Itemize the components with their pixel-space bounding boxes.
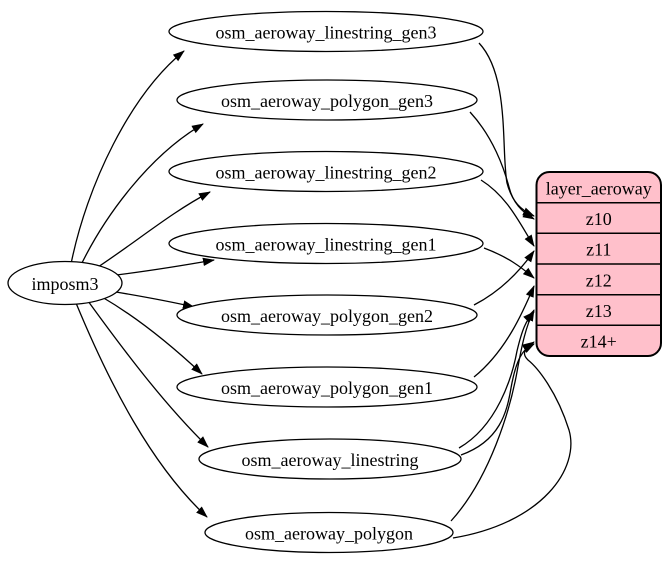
edge-imposm3-to-osm-aeroway-polygon-gen3 [79, 123, 204, 268]
node-osm-aeroway-polygon-gen2: osm_aeroway_polygon_gen2 [176, 294, 478, 336]
node-imposm3: imposm3 [7, 260, 123, 306]
edges-from-imposm3 [70, 50, 215, 518]
node-osm-aeroway-polygon-gen1-label: osm_aeroway_polygon_gen1 [221, 378, 433, 398]
node-imposm3-shape [7, 260, 123, 306]
edge-linestring-gen2-to-z11 [480, 179, 535, 247]
edge-imposm3-to-osm-aeroway-polygon-gen1 [101, 296, 203, 375]
edges-to-layer-aeroway [450, 42, 572, 539]
node-osm-aeroway-polygon: osm_aeroway_polygon [204, 511, 454, 554]
node-osm-aeroway-linestring-gen3: osm_aeroway_linestring_gen3 [168, 10, 484, 53]
edge-imposm3-to-osm-aeroway-linestring-gen3 [70, 50, 185, 265]
edge-linestring-to-z13 [458, 311, 535, 449]
node-osm-aeroway-polygon-gen2-label: osm_aeroway_polygon_gen2 [221, 306, 433, 326]
edge-imposm3-to-osm-aeroway-linestring-gen1 [107, 257, 215, 277]
node-osm-aeroway-linestring-gen2-shape [168, 150, 484, 193]
node-osm-aeroway-polygon-gen1-shape [176, 366, 478, 408]
edge-linestring-gen3-to-z10 [478, 42, 535, 217]
edge-imposm3-to-osm-aeroway-polygon-gen2 [109, 290, 195, 309]
edge-imposm3-to-osm-aeroway-linestring [87, 300, 209, 448]
layer-aeroway-row-z10: z10 [586, 209, 612, 229]
node-osm-aeroway-linestring-gen1-label: osm_aeroway_linestring_gen1 [216, 235, 437, 255]
node-osm-aeroway-linestring-label: osm_aeroway_linestring [242, 450, 419, 470]
edge-polygon-to-z13 [450, 309, 535, 522]
edge-polygon-gen2-to-z11 [473, 250, 535, 306]
layer-aeroway-title: layer_aeroway [546, 178, 652, 198]
node-osm-aeroway-linestring-gen1: osm_aeroway_linestring_gen1 [168, 222, 484, 265]
edge-polygon-to-z14 [452, 343, 572, 539]
node-osm-aeroway-polygon-shape [204, 511, 454, 554]
edge-polygon-gen3-to-z10 [469, 111, 535, 220]
layer-aeroway-row-z13: z13 [586, 301, 612, 321]
node-osm-aeroway-polygon-label: osm_aeroway_polygon [245, 524, 413, 544]
node-osm-aeroway-polygon-gen1: osm_aeroway_polygon_gen1 [176, 366, 478, 408]
node-osm-aeroway-linestring-gen2: osm_aeroway_linestring_gen2 [168, 150, 484, 193]
node-osm-aeroway-polygon-gen3: osm_aeroway_polygon_gen3 [176, 79, 478, 121]
node-osm-aeroway-linestring-gen1-shape [168, 222, 484, 265]
edge-imposm3-to-osm-aeroway-linestring-gen2 [91, 191, 211, 272]
layer-aeroway-row-z12: z12 [586, 270, 612, 290]
node-osm-aeroway-linestring-shape [198, 438, 462, 480]
node-osm-aeroway-polygon-gen3-shape [176, 79, 478, 121]
node-imposm3-label: imposm3 [31, 274, 98, 294]
node-osm-aeroway-polygon-gen3-label: osm_aeroway_polygon_gen3 [221, 91, 433, 111]
node-layer-aeroway: layer_aeroway z10 z11 z12 z13 z14+ [535, 171, 662, 357]
layer-aeroway-row-z11: z11 [586, 240, 611, 260]
node-osm-aeroway-linestring: osm_aeroway_linestring [198, 438, 462, 480]
node-osm-aeroway-linestring-gen3-label: osm_aeroway_linestring_gen3 [216, 23, 437, 43]
edge-polygon-gen1-to-z12 [473, 285, 535, 378]
edge-imposm3-to-osm-aeroway-polygon [75, 302, 208, 518]
node-osm-aeroway-linestring-gen2-label: osm_aeroway_linestring_gen2 [216, 163, 437, 183]
layer-aeroway-row-z14: z14+ [581, 332, 617, 352]
node-osm-aeroway-linestring-gen3-shape [168, 10, 484, 53]
node-osm-aeroway-polygon-gen2-shape [176, 294, 478, 336]
edge-linestring-gen1-to-z12 [483, 247, 535, 279]
